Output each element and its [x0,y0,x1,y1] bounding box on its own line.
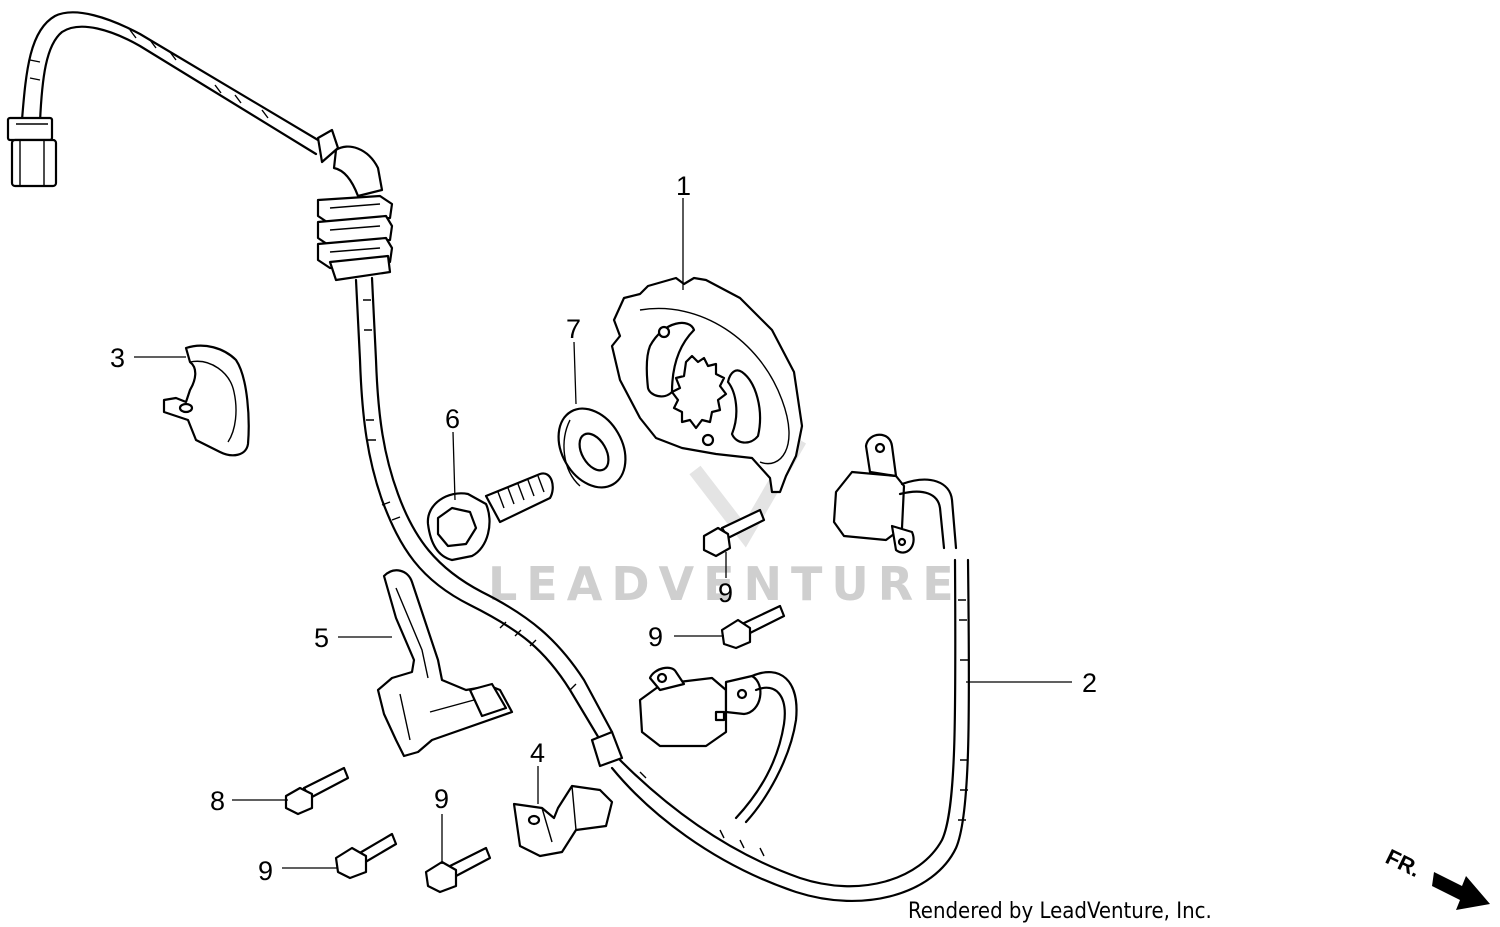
callout-9-middle: 9 [648,622,663,652]
callout-3: 3 [110,343,125,373]
callout-9-lower-center: 9 [434,784,449,814]
direction-label: FR. [1382,844,1425,882]
callout-9-upper: 9 [718,578,733,608]
washer-icon [557,407,627,489]
callout-2: 2 [1082,668,1097,698]
callout-1: 1 [676,171,691,201]
stay-icon [376,569,514,758]
callout-7: 7 [566,314,581,344]
direction-indicator: FR. [1382,844,1490,910]
pulse-plate-icon [610,276,804,494]
connector-icon [6,116,58,188]
bolt-icon [424,846,492,894]
callout-5: 5 [314,623,329,653]
callout-6: 6 [445,404,460,434]
callout-9-lower-left: 9 [258,856,273,886]
clamp-icon [162,344,250,457]
bolt-icon [702,508,766,558]
callout-8: 8 [210,786,225,816]
bolt-icon [720,604,786,650]
pickup-sensor-icon [638,433,958,824]
watermark: LEADVENTURE [488,557,963,611]
grommet [316,194,394,282]
bracket-icon [512,784,614,858]
callout-4: 4 [530,738,545,768]
bolt-icon [284,766,350,816]
credit-text: Rendered by LeadVenture, Inc. [908,899,1212,924]
arrow-icon [1432,872,1490,910]
wire-harness [6,11,971,903]
bolt-icon [334,832,398,880]
bolt-icon [426,472,554,562]
leader-lines [134,198,1072,869]
